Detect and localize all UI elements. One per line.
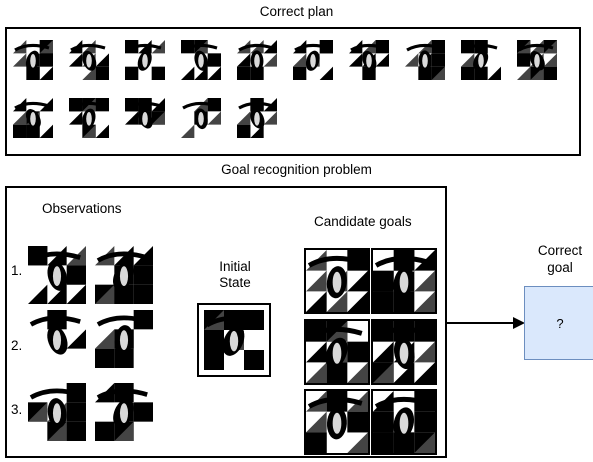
candidate-goal-tile [371, 248, 437, 314]
observation-number-3: 3. [11, 402, 23, 417]
plan-tile [13, 40, 53, 80]
initial-state-label: Initial State [200, 259, 270, 291]
initial-state-box [197, 303, 271, 377]
plan-tile [181, 40, 221, 80]
candidate-goal-tile [304, 389, 370, 455]
candidate-goals-label: Candidate goals [314, 214, 412, 229]
plan-tile [237, 40, 277, 80]
arrow-to-correct-goal [445, 317, 525, 329]
observation-tile [28, 246, 86, 304]
plan-tile [293, 40, 333, 80]
observation-tile [28, 310, 86, 368]
plan-tile [125, 98, 165, 138]
correct-goal-label-line1: Correct [537, 243, 583, 258]
initial-state-label-line1: Initial [219, 259, 251, 274]
candidate-goal-tile [371, 389, 437, 455]
plan-tile [181, 98, 221, 138]
observation-number-2: 2. [11, 338, 23, 353]
observation-number-1: 1. [11, 263, 23, 278]
initial-state-label-line2: State [219, 275, 251, 290]
plan-tile [517, 40, 557, 80]
correct-goal-value: ? [556, 315, 564, 331]
plan-tile [125, 40, 165, 80]
candidate-goal-tile [304, 319, 370, 385]
correct-plan-title: Correct plan [259, 4, 334, 19]
plan-tile [461, 40, 501, 80]
correct-goal-label-line2: goal [547, 260, 573, 275]
observation-tile [28, 383, 86, 441]
plan-tile [405, 40, 445, 80]
correct-plan-box [5, 27, 581, 156]
observation-tile [95, 246, 153, 304]
correct-goal-box: ? [524, 286, 593, 360]
observation-tile [95, 383, 153, 441]
observation-tile [95, 310, 153, 368]
initial-state-tile [204, 310, 264, 370]
candidate-goal-tile [304, 248, 370, 314]
candidate-goal-tile [371, 319, 437, 385]
plan-tile [349, 40, 389, 80]
correct-goal-label: Correct goal [522, 242, 593, 276]
plan-tile [237, 98, 277, 138]
plan-tile [69, 40, 109, 80]
goal-recognition-title: Goal recognition problem [221, 162, 372, 177]
observations-label: Observations [42, 201, 122, 216]
plan-tile [69, 98, 109, 138]
plan-tile [13, 98, 53, 138]
